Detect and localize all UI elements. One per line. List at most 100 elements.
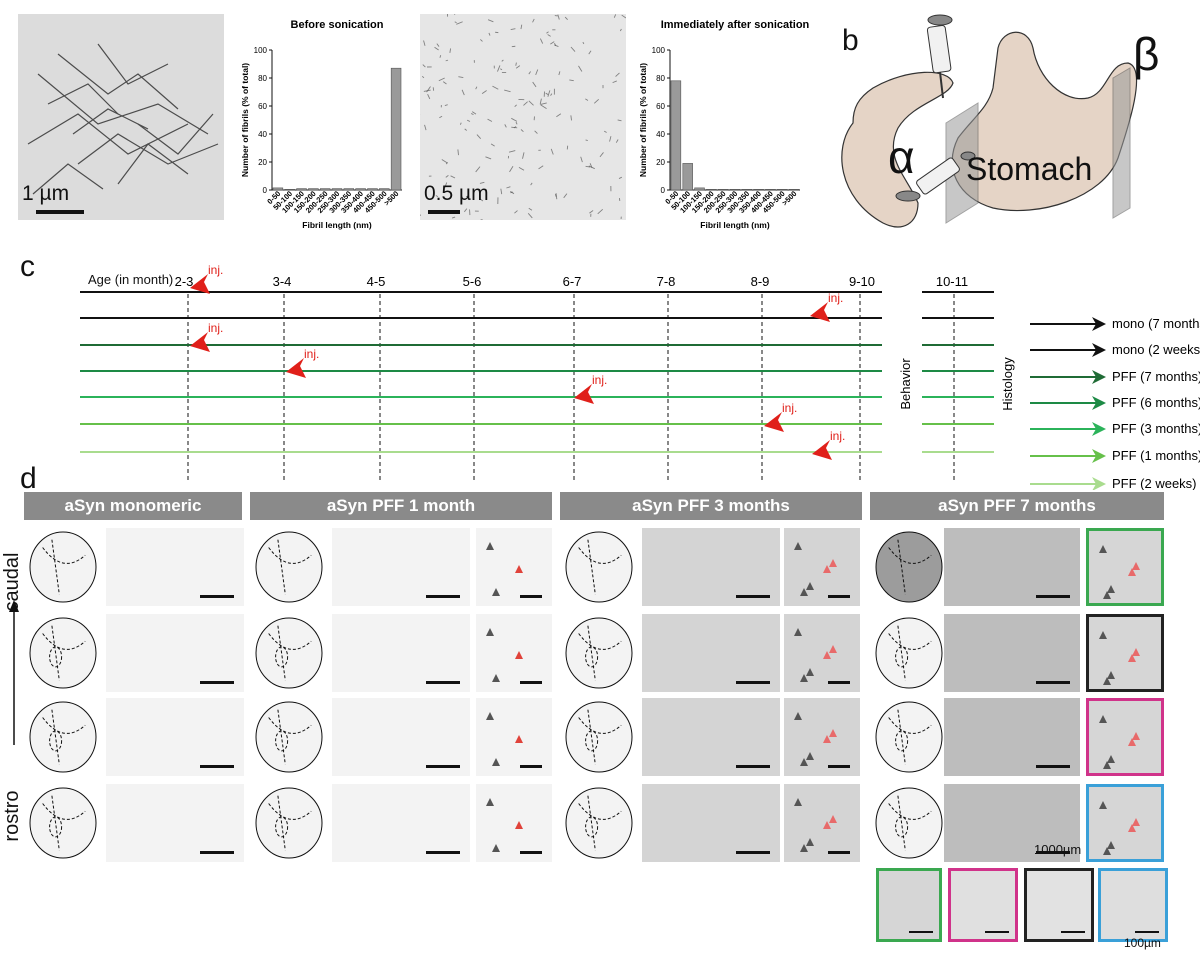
brain-section-outline: [565, 701, 633, 773]
inclusion-arrow: [806, 838, 814, 846]
histology-overview-tile: [332, 698, 470, 776]
scalebar: [200, 595, 234, 598]
fibril-fragment: [510, 28, 516, 30]
section-boundary: [29, 701, 97, 773]
histology-overview-tile: [642, 614, 780, 692]
label-alpha: α: [888, 131, 915, 183]
section-boundary: [565, 617, 633, 689]
fibril-fragment: [475, 166, 481, 173]
region-boundary: [51, 539, 60, 595]
age-tick-label: 5-6: [463, 274, 482, 289]
region-boundary: [888, 547, 932, 564]
brain-section-outline: [255, 617, 323, 689]
inclusion-arrow: [806, 752, 814, 760]
fibril-fragment: [528, 71, 531, 75]
fibril-fragment: [621, 14, 626, 19]
syringe-top: [926, 14, 953, 99]
inclusion-arrow: [1103, 761, 1111, 769]
region-boundary: [51, 625, 60, 681]
zoom-frame-7-months: [1086, 784, 1164, 862]
fibril-fragment: [546, 31, 549, 34]
y-tick-label: 100: [254, 46, 268, 55]
injection-arrow: [812, 440, 832, 460]
bar: [331, 188, 343, 191]
histology-overview-tile: [944, 614, 1080, 692]
zoom-frame-green: [876, 868, 942, 942]
region-boundary: [49, 816, 63, 838]
fibril-fragment: [423, 40, 426, 46]
fibril-fragment: [547, 90, 551, 97]
brain-section-outline: [565, 787, 633, 859]
inclusion-arrow: [1128, 738, 1136, 746]
histology-zoom-tile: [476, 614, 552, 692]
scalebar: [1036, 681, 1070, 684]
fibril-fragment: [434, 46, 439, 51]
bar: [765, 189, 776, 191]
fibril-fragment: [555, 193, 557, 197]
injection-arrow: [190, 274, 210, 294]
region-boundary: [51, 795, 60, 851]
fibril-fragment: [589, 163, 593, 169]
inclusion-arrow: [1128, 568, 1136, 576]
fibril-fragment: [438, 77, 445, 82]
inclusion-arrow: [1107, 755, 1115, 763]
brain-section-outline: [565, 617, 633, 689]
region-boundary: [897, 709, 906, 765]
region-boundary: [275, 730, 289, 752]
scalebar: [1036, 765, 1070, 768]
fibril-fragment: [535, 69, 539, 76]
region-boundary: [895, 730, 909, 752]
histology-zoom-tile: [476, 528, 552, 606]
scalebar: [828, 851, 850, 854]
fibril-fragment: [487, 118, 493, 122]
y-tick-label: 0: [661, 186, 666, 195]
syringe-bottom: [895, 151, 976, 202]
fibril-fragment: [470, 113, 474, 115]
arrow-markers: [1099, 801, 1140, 855]
chart-title: Before sonication: [291, 19, 384, 31]
bar: [319, 188, 331, 191]
fibril-fragment: [449, 48, 452, 53]
fibril-fragment: [518, 166, 525, 171]
label-stomach: Stomach: [966, 151, 1092, 187]
inclusion-arrow: [794, 542, 802, 550]
inclusion-arrow: [1099, 545, 1107, 553]
histogram-after-sonication: Immediately after sonication020406080100…: [638, 19, 810, 230]
bar: [788, 189, 800, 191]
age-tick-label: 7-8: [657, 274, 676, 289]
fibril-fragment: [508, 150, 516, 153]
section-boundary: [875, 531, 943, 603]
inclusion-arrow: [823, 651, 831, 659]
fibril-fragment: [501, 59, 504, 62]
fibril-fragment: [504, 89, 511, 93]
brain-section-outline: [875, 531, 943, 603]
inclusion-arrow: [823, 565, 831, 573]
bar: [367, 188, 378, 191]
age-tick-label: 2-3: [175, 274, 194, 289]
em-image-before: 1 µm: [18, 14, 224, 220]
bar: [777, 189, 788, 191]
scalebar: [520, 765, 542, 768]
fibril-fragment: [615, 72, 620, 77]
injection-arrow: [574, 384, 594, 404]
fibril-fragment: [450, 175, 456, 179]
fragment-speckle-graphic: [420, 14, 626, 220]
fibril-fragment: [427, 93, 431, 100]
scalebar: [736, 681, 770, 684]
fibril-fragment: [550, 93, 553, 96]
inclusion-arrow: [806, 582, 814, 590]
region-boundary: [578, 717, 622, 734]
y-axis-label: Number of fibrils (% of total): [240, 63, 250, 177]
inclusion-arrow: [1103, 591, 1111, 599]
inclusion-arrow: [806, 668, 814, 676]
fibril-fragment: [570, 115, 572, 121]
x-axis-label: Fibril length (nm): [302, 220, 372, 230]
scalebar: [520, 595, 542, 598]
fibril-fragment: [547, 34, 551, 37]
fibril-fragment: [554, 44, 559, 47]
fibril-fragment: [442, 81, 447, 85]
fibril-fragment: [540, 104, 547, 109]
region-boundary: [277, 539, 286, 595]
fibril-fragment: [515, 121, 518, 125]
section-boundary: [875, 617, 943, 689]
